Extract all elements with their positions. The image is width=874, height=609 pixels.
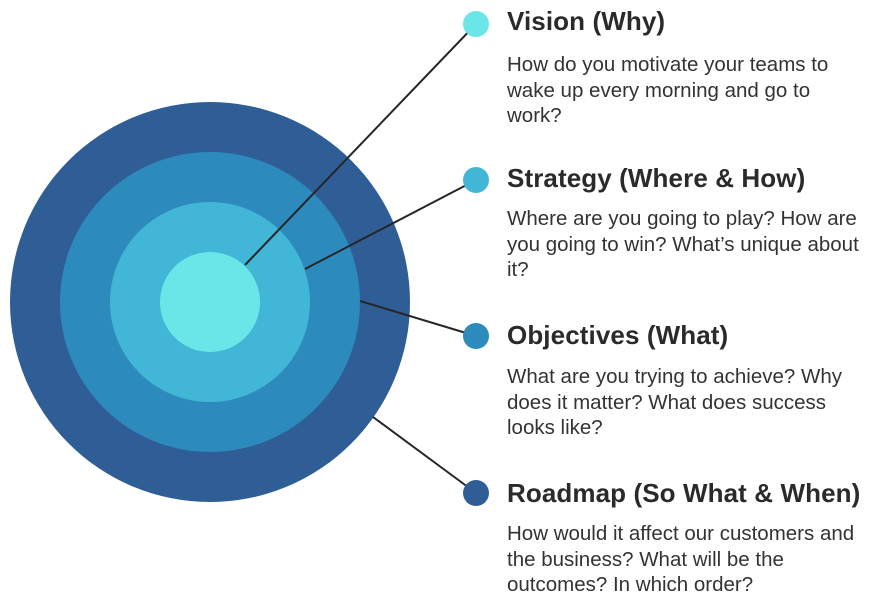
objectives-title: Objectives (What) — [507, 320, 729, 350]
vision-core — [160, 252, 260, 352]
strategy-connector — [304, 179, 477, 270]
strategy-dot — [463, 167, 489, 193]
vision-title: Vision (Why) — [507, 6, 666, 36]
roadmap-title: Roadmap (So What & When) — [507, 478, 861, 508]
strategy-title: Strategy (Where & How) — [507, 163, 806, 193]
objectives-dot — [463, 323, 489, 349]
objectives-connector — [359, 300, 477, 337]
roadmap-description: How would it affect our customers and th… — [507, 522, 855, 596]
vision-description: How do you motivate your teams to wake u… — [507, 53, 829, 127]
roadmap-connector — [372, 416, 477, 494]
roadmap-dot — [463, 480, 489, 506]
vision-connector — [244, 23, 477, 266]
objectives-description: What are you trying to achieve? Why does… — [507, 365, 842, 439]
strategy-description: Where are you going to play? How are you… — [507, 207, 859, 281]
vision-dot — [463, 11, 489, 37]
